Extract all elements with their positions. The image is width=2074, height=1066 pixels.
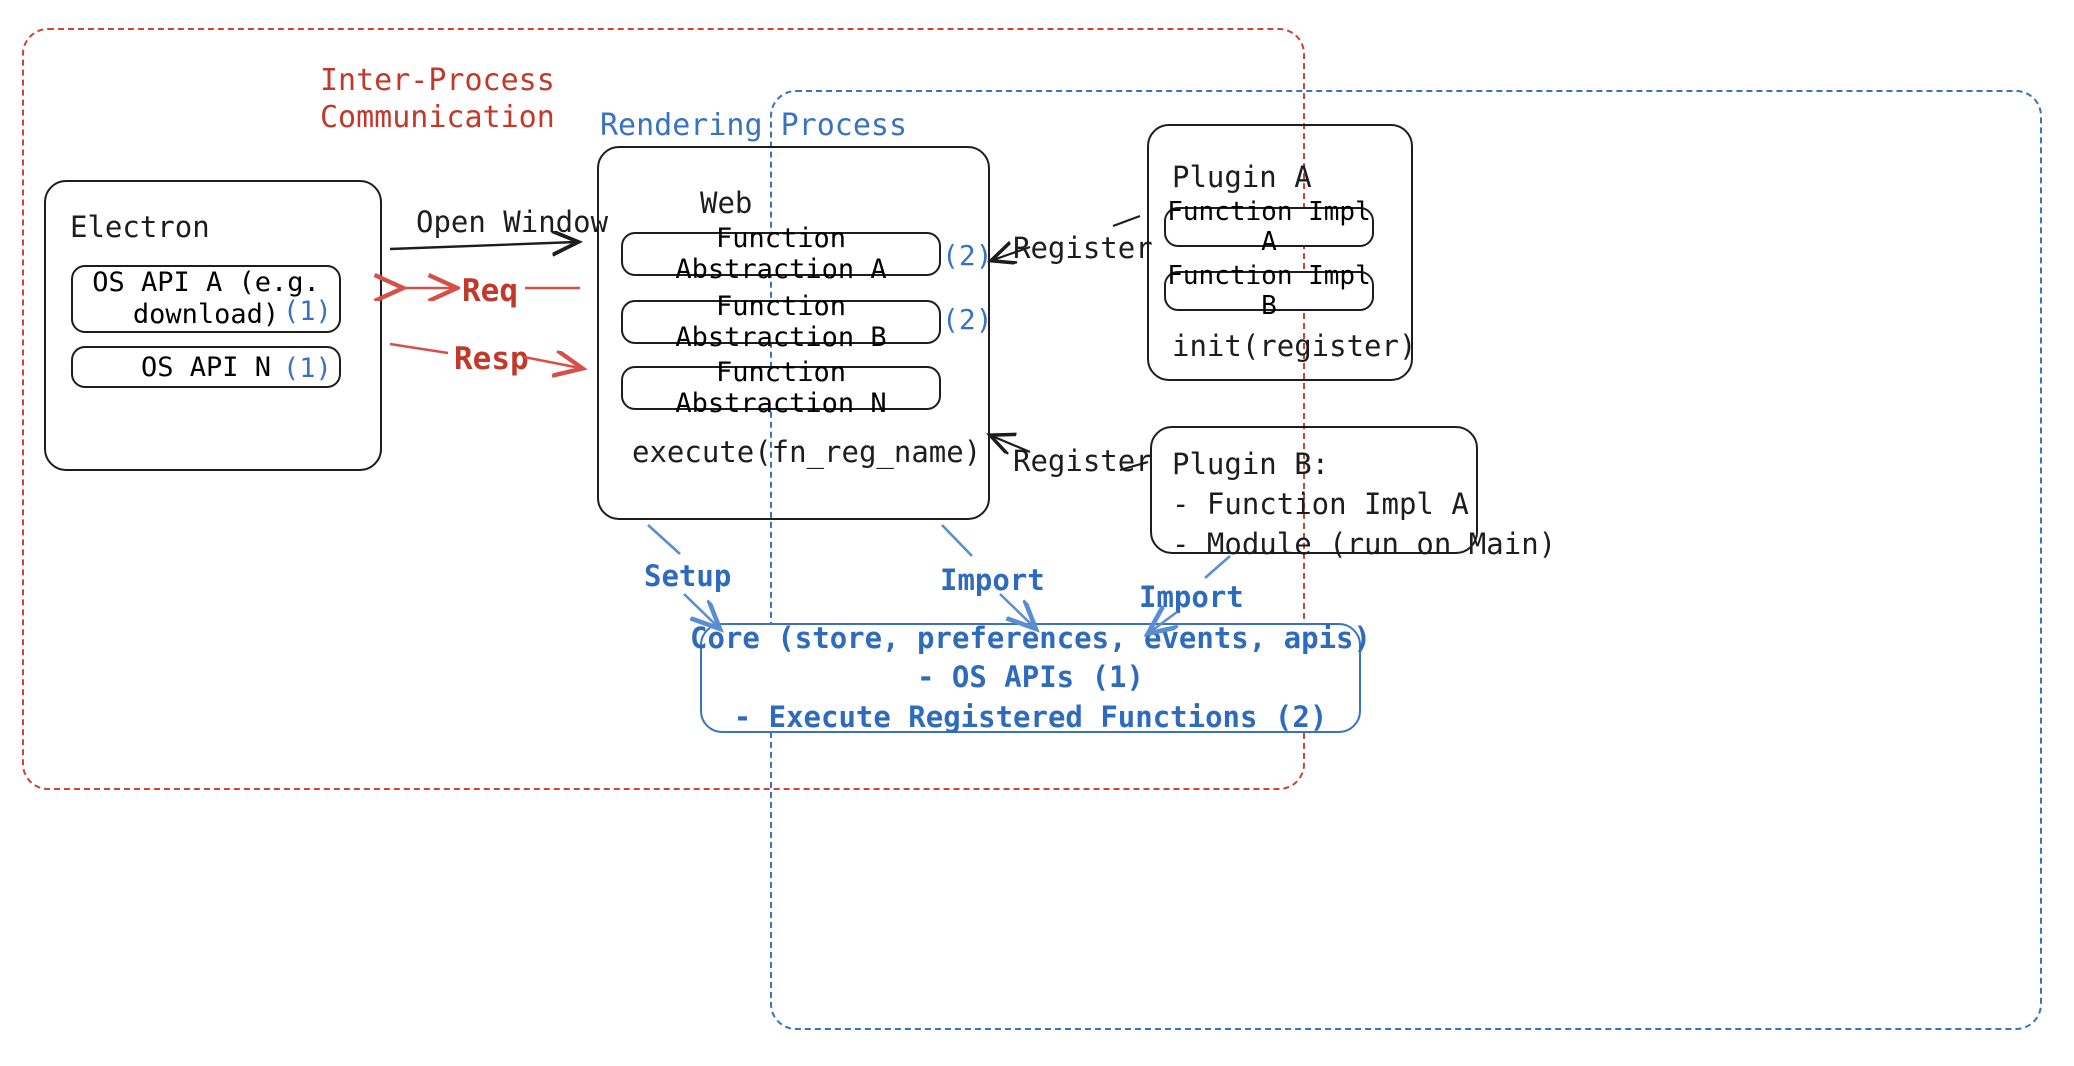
ipc-region-label-line2: Communication bbox=[320, 99, 555, 135]
function-abstraction-a-label: Function Abstraction A bbox=[675, 223, 887, 285]
electron-title: Electron bbox=[70, 210, 210, 244]
web-title: Web bbox=[700, 186, 753, 220]
plugin-b-line-2: - Function Impl A bbox=[1172, 487, 1469, 522]
core-line-3: - Execute Registered Functions (2) bbox=[733, 699, 1328, 734]
os-api-a-box[interactable]: OS API A (e.g. download) bbox=[71, 265, 341, 333]
plugin-b-line-3: - Module (run on Main) bbox=[1172, 527, 1557, 562]
register-bottom-edge-label: Register bbox=[1013, 444, 1153, 478]
rendering-process-label: Rendering Process bbox=[600, 108, 908, 143]
plugin-b-content: Plugin B: - Function Impl A - Module (run … bbox=[1172, 444, 1556, 564]
plugin-a-function-impl-b-box[interactable]: Function Impl B bbox=[1164, 261, 1374, 321]
core-line-1: Core (store, preferences, events, apis) bbox=[690, 621, 1371, 656]
web-box bbox=[597, 146, 990, 520]
plugin-a-function-impl-a-box[interactable]: Function Impl A bbox=[1164, 197, 1374, 257]
function-abstraction-a-box[interactable]: Function Abstraction A bbox=[621, 223, 941, 285]
req-edge-label: Req bbox=[462, 273, 518, 309]
plugin-b-box bbox=[1150, 426, 1478, 554]
core-box: Core (store, preferences, events, apis) … bbox=[690, 621, 1371, 733]
import-web-edge-label: Import bbox=[940, 563, 1045, 597]
os-api-a-marker: (1) bbox=[283, 296, 332, 327]
function-abstraction-n-label: Function Abstraction N bbox=[675, 357, 887, 419]
os-api-a-label-line2: download) bbox=[132, 299, 280, 330]
open-window-edge-label: Open Window bbox=[416, 205, 609, 239]
plugin-a-init-label: init(register) bbox=[1172, 329, 1417, 363]
plugin-a-box bbox=[1147, 124, 1413, 381]
function-abstraction-b-marker: (2) bbox=[942, 303, 993, 336]
function-abstraction-a-marker: (2) bbox=[942, 239, 993, 272]
import-plugin-b-edge-label: Import bbox=[1139, 580, 1244, 614]
setup-edge-label: Setup bbox=[644, 559, 732, 593]
register-top-edge-label: Register bbox=[1013, 231, 1153, 265]
ipc-region-boundary bbox=[22, 28, 1305, 790]
plugin-a-function-impl-b-label: Function Impl B bbox=[1167, 261, 1371, 321]
core-line-2: - OS APIs (1) bbox=[917, 660, 1144, 695]
plugin-b-line-1: Plugin B: bbox=[1172, 447, 1330, 481]
electron-box bbox=[44, 180, 382, 471]
web-execute-label: execute(fn_reg_name) bbox=[632, 435, 982, 469]
os-api-n-box[interactable]: OS API N bbox=[71, 346, 341, 388]
rendering-process-region-boundary bbox=[770, 90, 2042, 1030]
function-abstraction-b-label: Function Abstraction B bbox=[675, 291, 887, 353]
os-api-a-label-line1: OS API A (e.g. bbox=[92, 266, 320, 298]
ipc-region-label-line1: Inter-Process bbox=[320, 63, 555, 98]
resp-edge-label: Resp bbox=[454, 341, 529, 377]
os-api-n-marker: (1) bbox=[283, 353, 332, 384]
plugin-a-title: Plugin A bbox=[1172, 160, 1312, 194]
plugin-a-function-impl-a-label: Function Impl A bbox=[1167, 197, 1371, 257]
function-abstraction-n-box[interactable]: Function Abstraction N bbox=[621, 357, 941, 419]
os-api-n-label: OS API N bbox=[140, 351, 272, 383]
function-abstraction-b-box[interactable]: Function Abstraction B bbox=[621, 291, 941, 353]
